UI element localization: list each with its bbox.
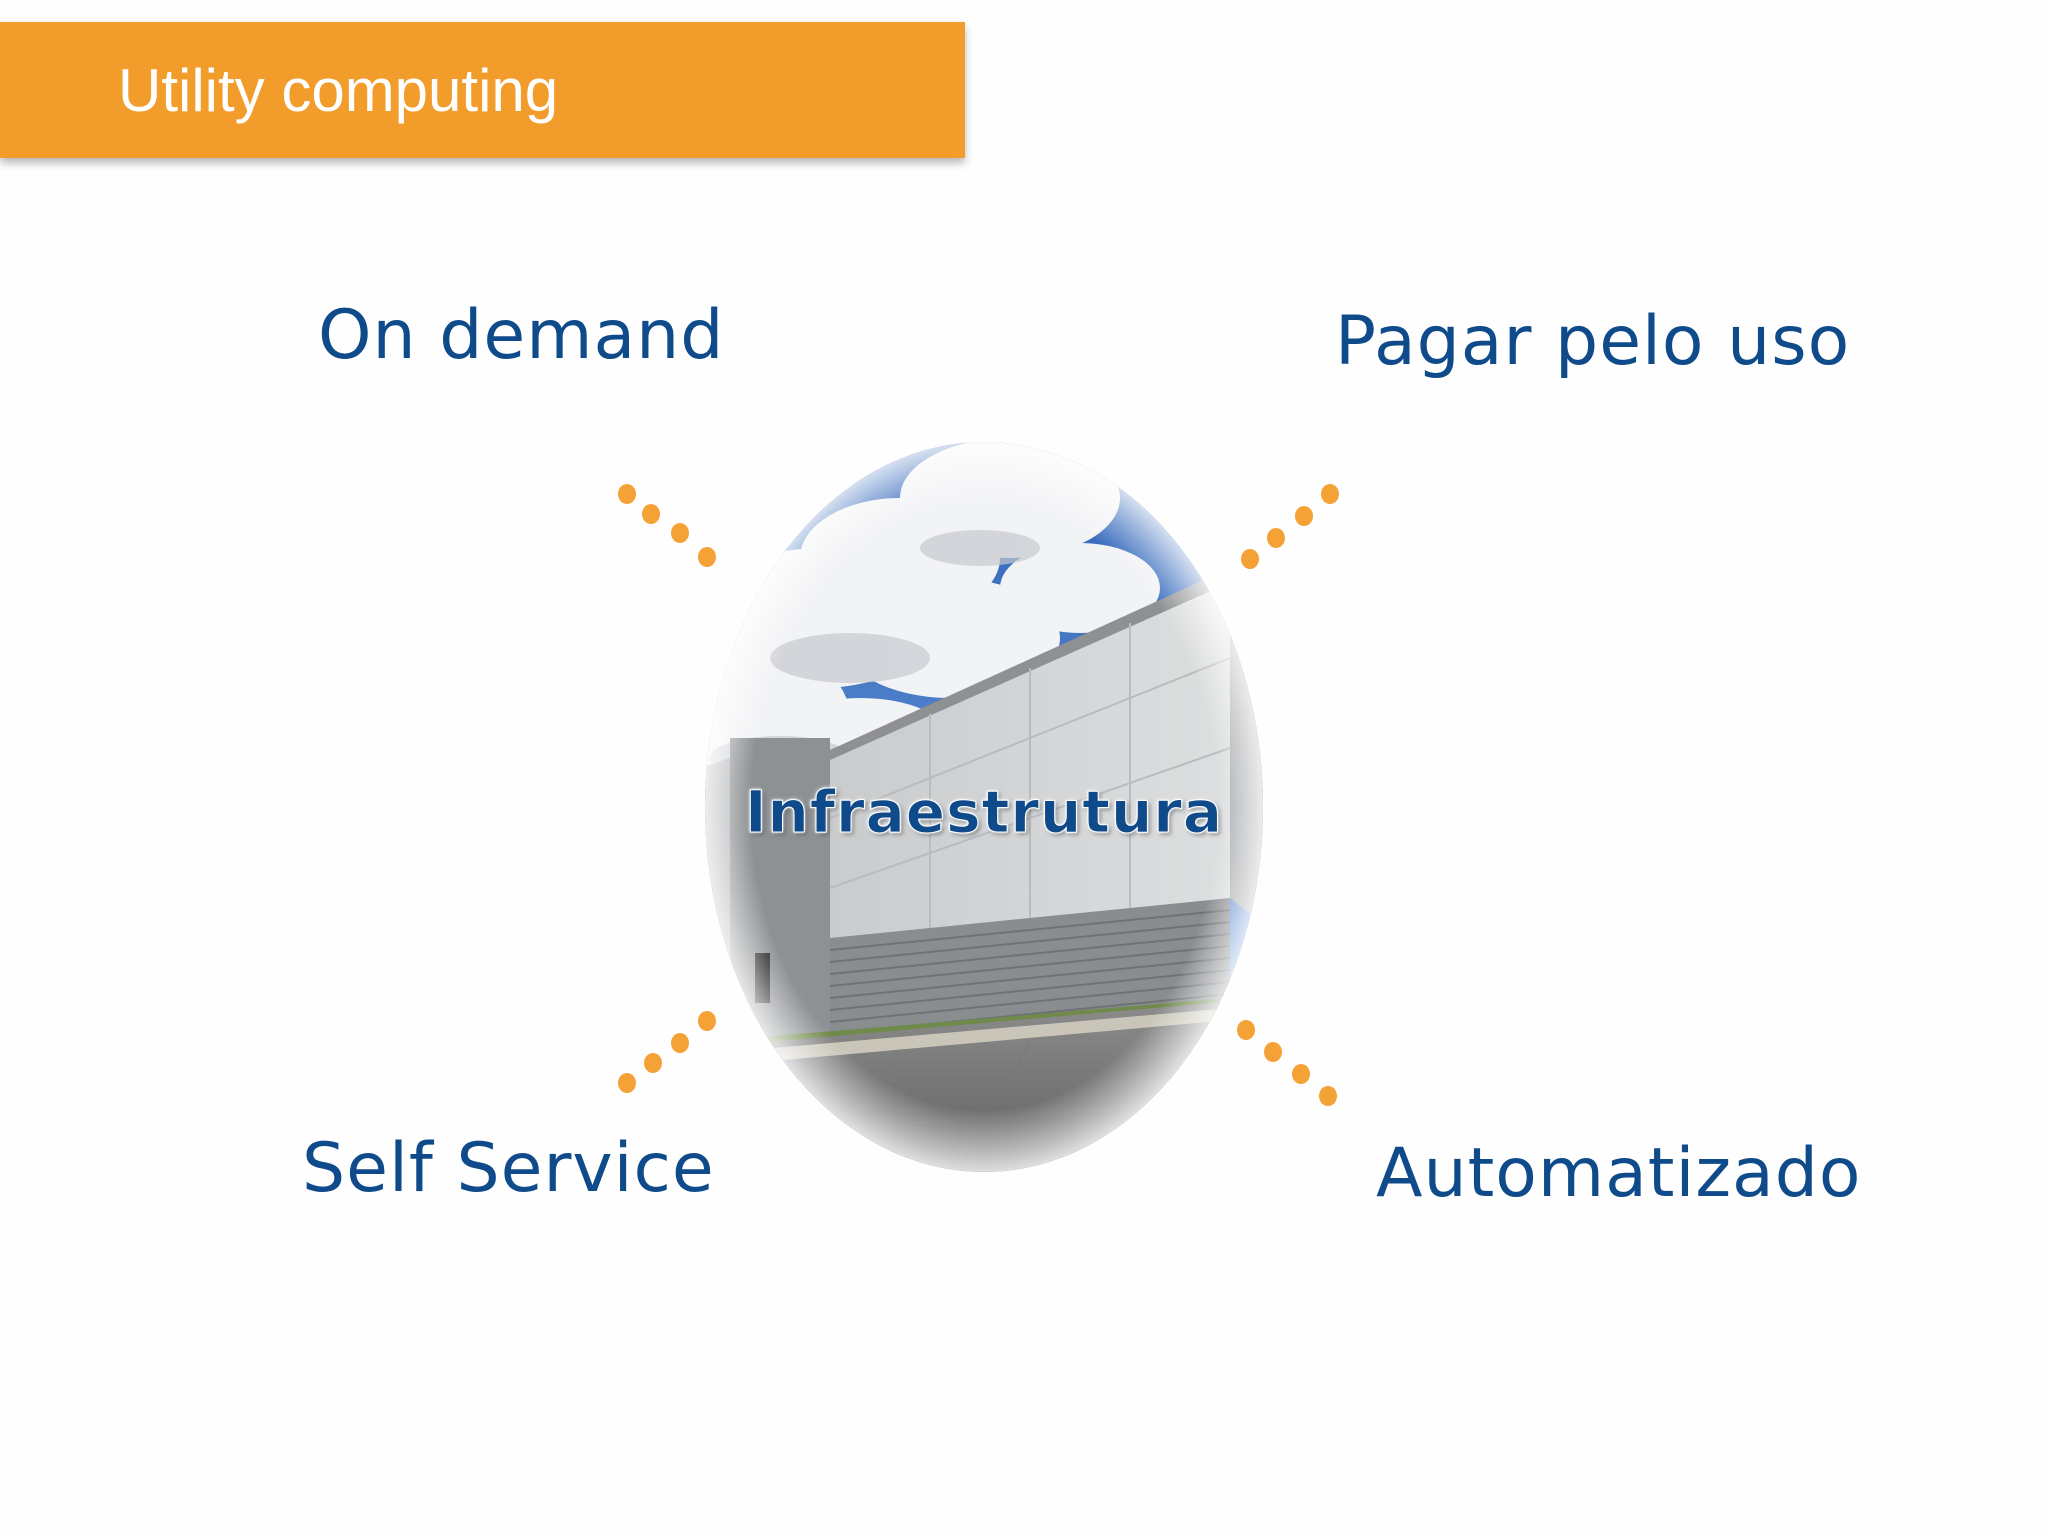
concept-self-service: Self Service	[302, 1135, 715, 1203]
concept-automated: Automatizado	[1376, 1140, 1861, 1208]
infrastructure-hub: Infraestrutura	[700, 438, 1268, 1176]
title-bar: Utility computing	[0, 22, 965, 158]
hub-label: Infraestrutura	[700, 778, 1268, 846]
concept-on-demand: On demand	[318, 302, 724, 370]
slide-title: Utility computing	[118, 58, 558, 124]
concept-pay-per-use: Pagar pelo uso	[1335, 308, 1850, 376]
